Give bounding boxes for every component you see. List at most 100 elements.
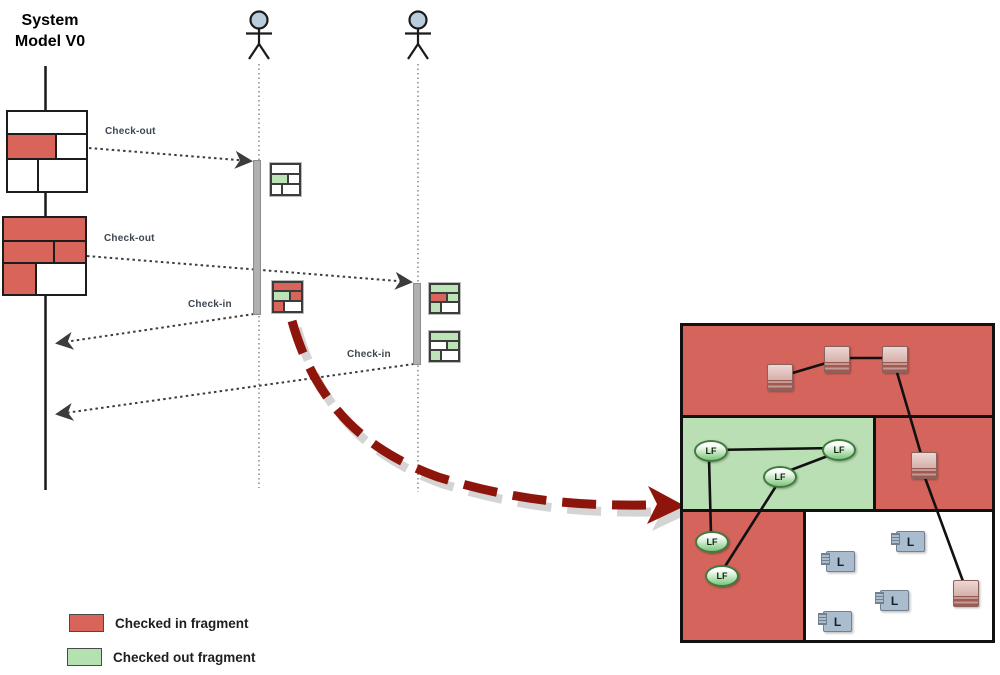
lf-node: LF bbox=[705, 565, 739, 587]
transform-arrow bbox=[287, 319, 690, 531]
l-node-label: L bbox=[836, 554, 845, 569]
fragment-cell-white bbox=[289, 174, 299, 183]
fragment-row bbox=[4, 218, 85, 240]
fragment-cell-green bbox=[272, 174, 287, 183]
fragment-cell-red bbox=[8, 135, 56, 159]
actor2-checked-out-fragment-icon bbox=[429, 283, 460, 314]
transform-arrow-body bbox=[287, 319, 647, 510]
fragment-cell-green bbox=[448, 341, 458, 350]
lf-node: LF bbox=[694, 440, 728, 462]
fragment-cell-red bbox=[4, 218, 85, 240]
model-node-icon bbox=[953, 580, 979, 607]
legend-item-checked-out: Checked out fragment bbox=[67, 648, 256, 666]
fragment-row bbox=[4, 241, 85, 262]
fragment-cell-green bbox=[274, 292, 289, 300]
actor2-activation-bar bbox=[413, 283, 421, 365]
checkin1-label: Check-in bbox=[188, 299, 232, 310]
legend-item-checked-in: Checked in fragment bbox=[69, 614, 249, 632]
fragment-cell-white bbox=[442, 303, 458, 312]
model-detail-panel: LF LF LF LF LF L L L L bbox=[680, 323, 995, 643]
lf-node-label: LF bbox=[705, 446, 717, 456]
fragment-row bbox=[8, 112, 86, 133]
actor1-checked-out-fragment-icon bbox=[270, 163, 301, 196]
transform-arrow-head bbox=[647, 486, 685, 524]
model-node-icon bbox=[882, 346, 908, 373]
fragment-cell-white bbox=[442, 351, 458, 360]
system-model-title: System Model V0 bbox=[0, 10, 100, 52]
actor2-icon bbox=[405, 10, 431, 60]
fragment-row bbox=[4, 263, 85, 294]
cube-lines bbox=[825, 362, 849, 372]
l-node: L bbox=[818, 611, 852, 632]
fragment-cell-white bbox=[36, 263, 85, 294]
checkout2-label: Check-out bbox=[104, 233, 155, 244]
lf-node-label: LF bbox=[774, 472, 786, 482]
fragment-row bbox=[431, 341, 458, 350]
cube-lines bbox=[883, 362, 907, 372]
fragment-cell-red bbox=[274, 283, 301, 291]
cube-lines bbox=[912, 468, 936, 478]
lf-node-label: LF bbox=[716, 571, 728, 581]
l-node-flap bbox=[875, 592, 884, 604]
cube-lines bbox=[768, 380, 792, 390]
fragment-cell-white bbox=[285, 301, 301, 312]
fragment-cell-red bbox=[431, 293, 446, 302]
legend-swatch-checked-out bbox=[67, 648, 102, 666]
panel-graph-edges bbox=[707, 356, 966, 585]
fragment-cell-green bbox=[431, 333, 458, 340]
system-model-state2-box bbox=[2, 216, 87, 296]
l-node-label: L bbox=[906, 534, 915, 549]
actor1-activation-bar bbox=[253, 160, 261, 315]
fragment-row bbox=[431, 285, 458, 292]
actor1-checkin-fragment-icon bbox=[272, 281, 303, 313]
fragment-cell-green bbox=[431, 285, 458, 292]
l-node-flap bbox=[821, 553, 830, 565]
fragment-cell-white bbox=[431, 341, 446, 350]
fragment-cell-green bbox=[431, 351, 440, 360]
fragment-cell-red bbox=[4, 241, 53, 262]
l-node-label: L bbox=[833, 614, 842, 629]
l-node-flap bbox=[818, 613, 827, 625]
l-node-label: L bbox=[890, 593, 899, 608]
legend-label-checked-out: Checked out fragment bbox=[113, 649, 256, 665]
checkin1-arrow bbox=[55, 313, 255, 350]
model-node-icon bbox=[911, 452, 937, 479]
system-model-title-line1: System bbox=[21, 12, 79, 29]
fragment-cell-green bbox=[431, 303, 440, 312]
fragment-row bbox=[272, 165, 299, 173]
fragment-cell-white bbox=[8, 112, 86, 133]
lf-node: LF bbox=[695, 531, 729, 553]
fragment-row bbox=[431, 333, 458, 340]
legend-label-checked-in: Checked in fragment bbox=[115, 615, 249, 631]
checkout1-label: Check-out bbox=[105, 126, 156, 137]
fragment-row bbox=[8, 135, 86, 159]
fragment-row bbox=[274, 283, 301, 291]
lf-node-label: LF bbox=[706, 537, 718, 547]
fragment-row bbox=[272, 184, 299, 194]
fragment-row bbox=[431, 303, 458, 312]
fragment-cell-red bbox=[54, 241, 85, 262]
fragment-cell-white bbox=[272, 184, 281, 194]
fragment-cell-red bbox=[274, 301, 283, 312]
fragment-row bbox=[431, 293, 458, 302]
fragment-cell-white bbox=[283, 184, 299, 194]
system-model-title-line2: Model V0 bbox=[14, 33, 86, 50]
fragment-cell-white bbox=[272, 165, 299, 173]
actor1-icon bbox=[246, 10, 272, 60]
fragment-row bbox=[274, 292, 301, 300]
checkin2-arrow bbox=[55, 363, 415, 421]
fragment-row bbox=[8, 160, 86, 191]
fragment-row bbox=[431, 351, 458, 360]
model-node-icon bbox=[824, 346, 850, 373]
system-model-state1-box bbox=[6, 110, 88, 193]
fragment-row bbox=[272, 174, 299, 183]
fragment-cell-white bbox=[8, 160, 37, 191]
fragment-cell-red bbox=[291, 292, 301, 300]
cube-lines bbox=[954, 596, 978, 606]
l-node-flap bbox=[891, 533, 900, 545]
l-node: L bbox=[891, 531, 925, 552]
fragment-cell-white bbox=[38, 160, 86, 191]
fragment-row bbox=[274, 301, 301, 312]
fragment-cell-red bbox=[4, 263, 35, 294]
